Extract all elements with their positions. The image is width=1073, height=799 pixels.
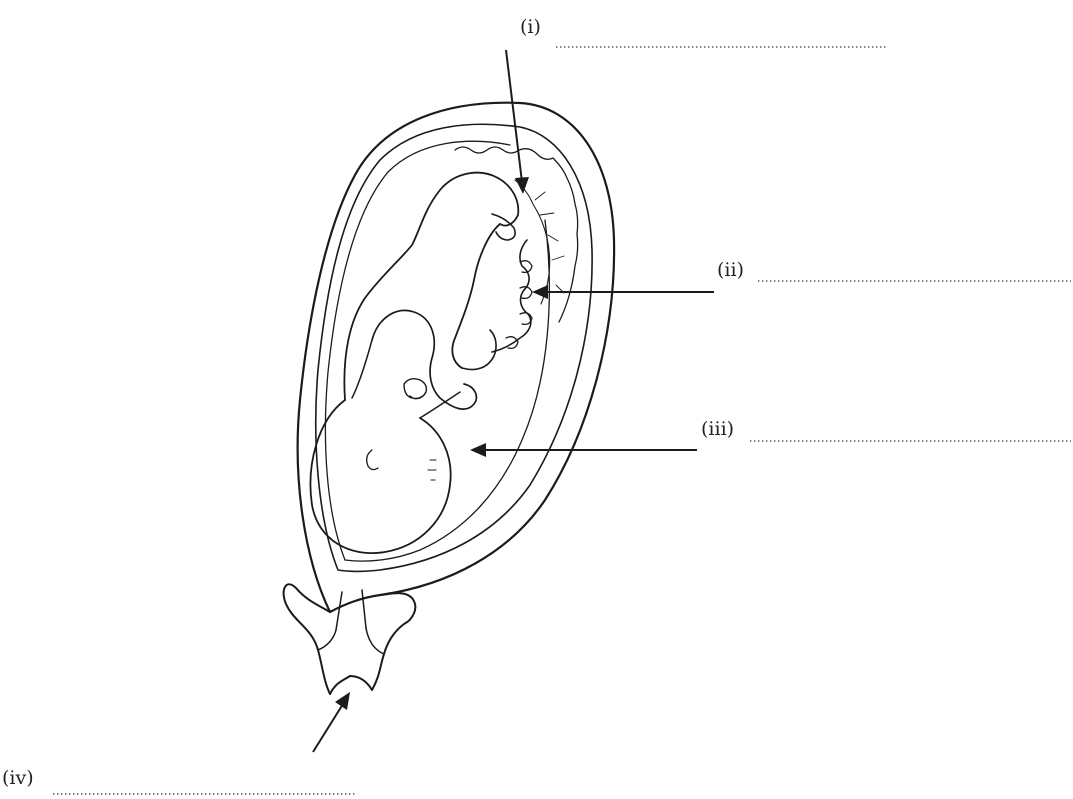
cervical-canal: [336, 590, 366, 630]
umbilical-cord: [492, 240, 531, 352]
arrow-ii-head: [532, 285, 548, 299]
fetus-back: [344, 173, 498, 400]
fetus-thigh: [452, 224, 500, 368]
fetus-lower-leg: [462, 330, 496, 370]
amniotic-sac: [325, 141, 510, 560]
arrow-iii-head: [470, 443, 486, 457]
fetus-belly: [420, 392, 460, 418]
arrow-i: [506, 50, 522, 182]
arrow-iv: [313, 704, 343, 752]
placenta-inner-edge: [515, 180, 550, 304]
fetus-chest: [352, 340, 372, 398]
label-i: (i): [520, 16, 541, 38]
fetus-hand: [404, 379, 426, 399]
label-iv: (iv): [2, 767, 34, 789]
cervix-right: [350, 593, 415, 690]
arrow-iv-head: [335, 692, 350, 710]
fetus-ear: [367, 450, 378, 470]
fetus-head: [310, 400, 450, 553]
uterus-inner-lining: [316, 124, 592, 571]
fetus-face-detail: [428, 460, 436, 480]
fetus-foot-upper: [492, 214, 515, 240]
arrow-i-head: [515, 177, 529, 194]
vaginal-walls: [318, 628, 384, 654]
label-iii: (iii): [701, 418, 734, 440]
label-ii: (ii): [717, 259, 744, 281]
amniotic-sac-right: [345, 220, 549, 561]
